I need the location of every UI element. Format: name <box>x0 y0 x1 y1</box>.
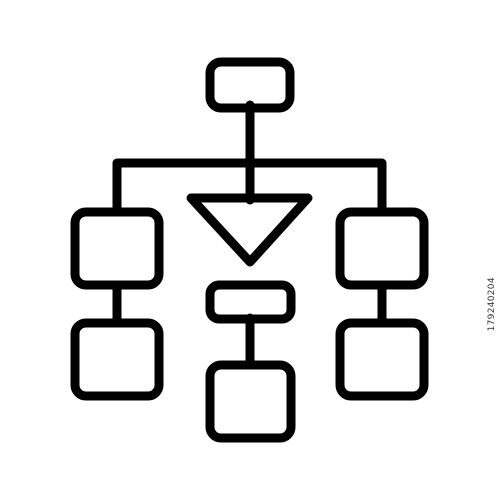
left-upper-box <box>70 207 164 290</box>
decision-triangle <box>186 193 313 267</box>
left-lower-box <box>70 318 164 401</box>
top-process-box <box>205 57 295 113</box>
middle-small-box <box>205 280 296 324</box>
stock-code-label: 179240204 <box>487 277 497 332</box>
horizontal-bus-line <box>112 158 387 217</box>
middle-lower-box <box>205 360 296 443</box>
right-upper-box <box>335 207 429 290</box>
right-lower-box <box>335 318 429 401</box>
